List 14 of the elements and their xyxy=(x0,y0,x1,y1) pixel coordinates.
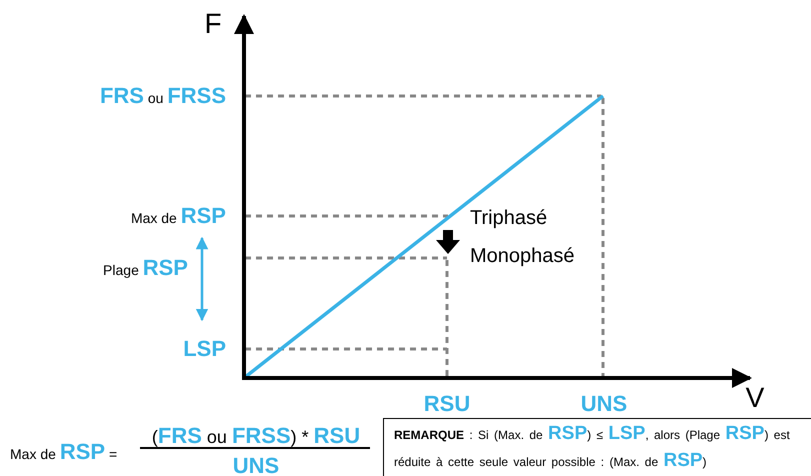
range-label: Plage RSP xyxy=(103,257,188,279)
value-label: FRS ou FRSS xyxy=(100,85,226,107)
remark-note: REMARQUE : Si (Max. de RSP) ≤ LSP, alors (Plage RSP) est réduite à cette seule valeur possible : (Max. de RSP) xyxy=(383,418,811,476)
value-label: Max de RSP xyxy=(130,205,226,227)
formula-numerator: (FRS ou FRSS) *RSU xyxy=(152,425,360,447)
value-label: UNS xyxy=(580,393,628,415)
phase-label: Monophasé xyxy=(470,246,575,266)
formula-denominator: UNS xyxy=(232,455,280,476)
axis-label: V xyxy=(746,384,764,412)
value-label: LSP xyxy=(183,338,226,360)
axis-label: F xyxy=(204,10,222,38)
value-label: RSU xyxy=(424,393,470,415)
formula-text: Max de RSP = xyxy=(10,441,118,463)
phase-label: Triphasé xyxy=(470,208,548,228)
